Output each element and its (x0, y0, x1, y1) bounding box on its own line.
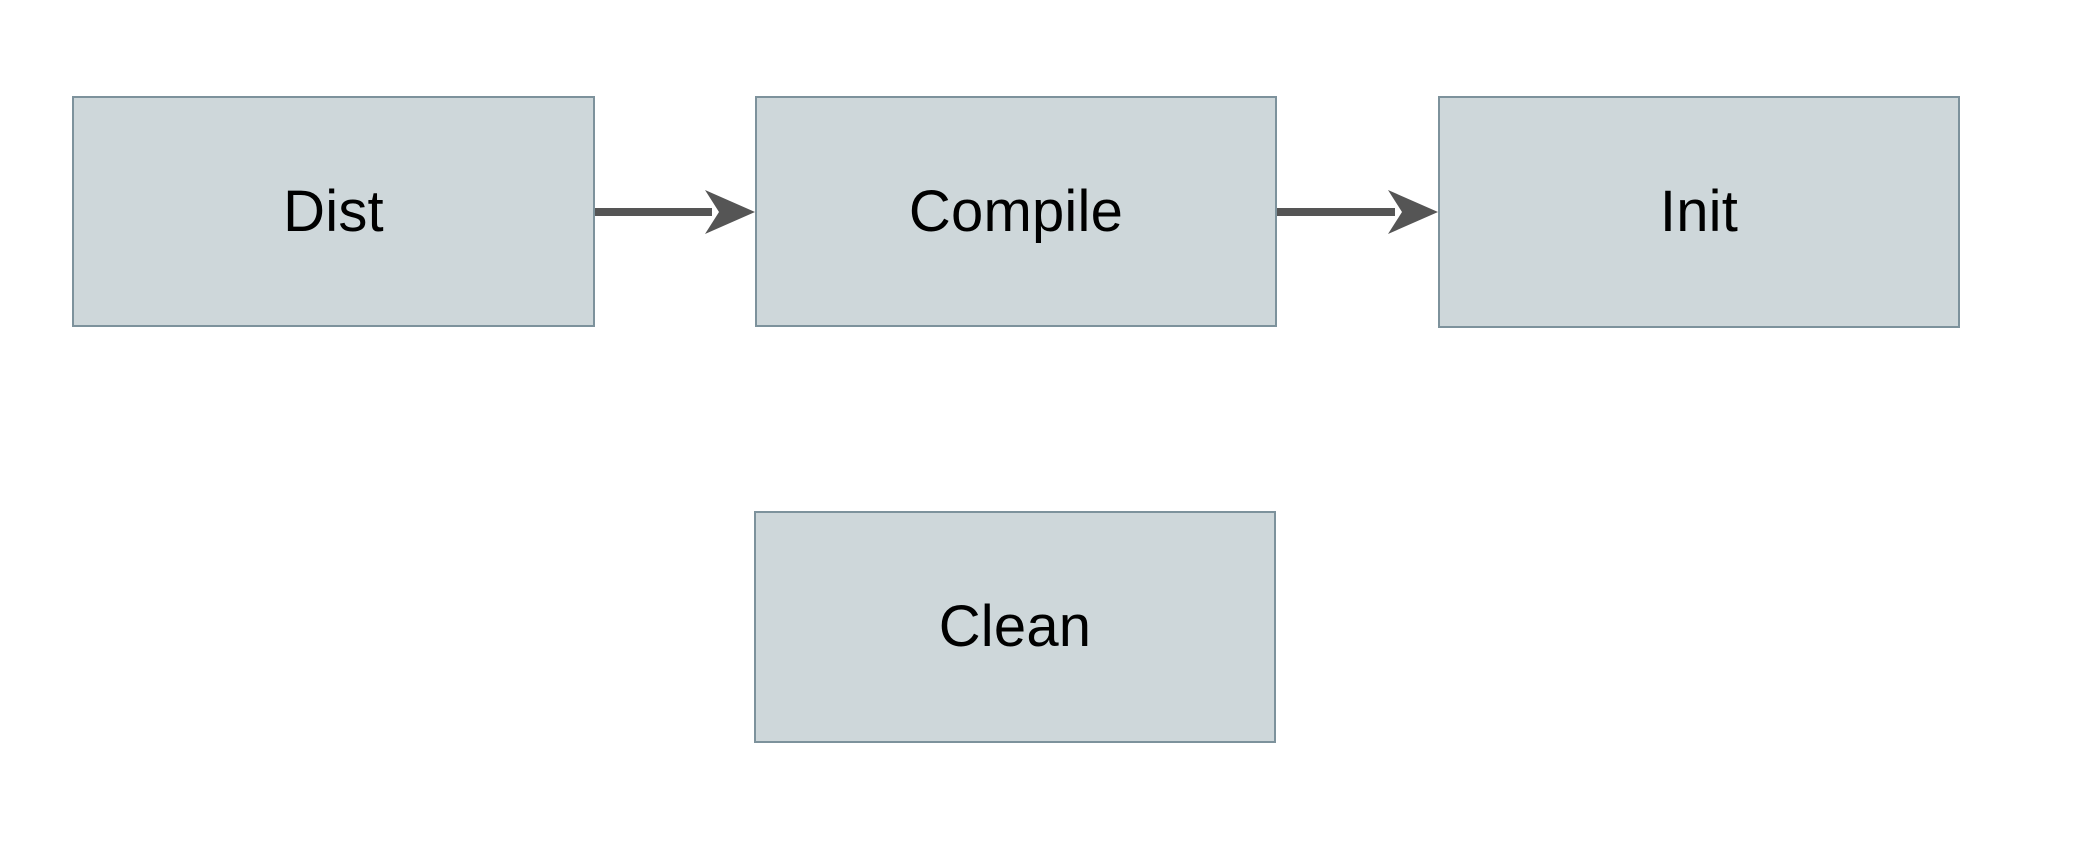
diagram-node-dist[interactable]: Dist (72, 96, 595, 327)
arrowhead-icon (1388, 190, 1438, 234)
diagram-node-clean[interactable]: Clean (754, 511, 1276, 743)
node-label-compile: Compile (908, 178, 1124, 244)
node-label-init: Init (1659, 179, 1739, 244)
arrowhead-icon (705, 190, 755, 234)
diagram-node-init[interactable]: Init (1438, 96, 1960, 328)
diagram-edge-dist-to-compile[interactable] (595, 182, 755, 242)
node-label-dist: Dist (283, 178, 384, 244)
diagram-edge-compile-to-init[interactable] (1277, 182, 1438, 242)
node-label-clean: Clean (938, 594, 1092, 659)
diagram-node-compile[interactable]: Compile (755, 96, 1277, 327)
